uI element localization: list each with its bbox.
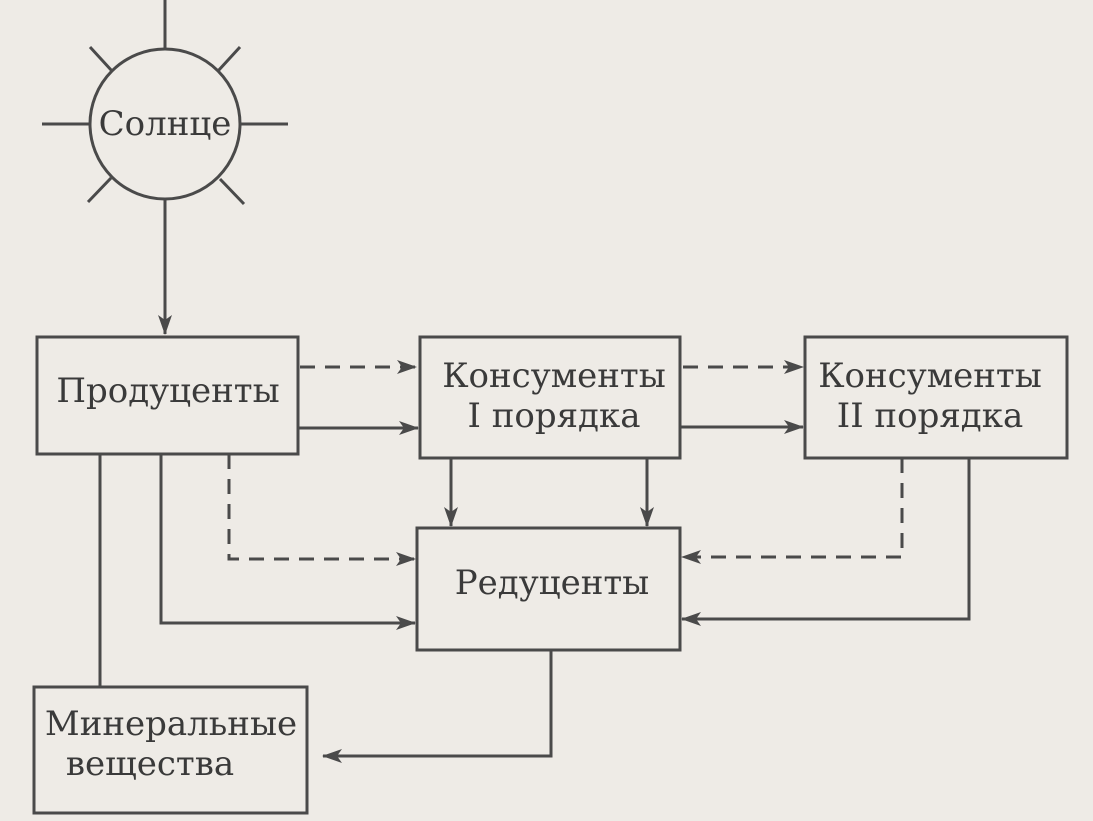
- minerals-label-line2: вещества: [66, 744, 234, 784]
- sun-label: Солнце: [99, 104, 232, 144]
- arrow-consumers2-to-decomposers-dashed: [681, 458, 904, 564]
- consumers1-label-line2: I порядка: [467, 396, 640, 436]
- arrow-producers-to-decomposers-solid: [159, 454, 416, 630]
- sun-ray-top-right: [216, 45, 242, 73]
- arrow-decomposers-to-minerals: [322, 650, 553, 763]
- producers-box: [35, 335, 300, 456]
- consumers1-label-line1: Консументы: [442, 356, 666, 396]
- decomposers-box: [415, 526, 682, 652]
- decomposers-node: Редуценты: [415, 526, 682, 652]
- consumers2-label-line1: Консументы: [818, 356, 1042, 396]
- consumers1-box: [418, 335, 682, 460]
- consumers2-box: [803, 335, 1069, 460]
- consumers1-node: Консументы I порядка: [418, 335, 682, 460]
- minerals-node: Минеральные вещества: [32, 685, 309, 815]
- producers-label: Продуценты: [56, 371, 279, 411]
- arrow-producers-to-decomposers-dashed: [227, 454, 416, 566]
- sun-node: Солнце: [42, 0, 288, 206]
- decomposers-label: Редуценты: [455, 563, 649, 603]
- consumers2-node: Консументы II порядка: [803, 335, 1069, 460]
- minerals-label-line1: Минеральные: [45, 704, 297, 744]
- sun-ray-bottom-left: [86, 176, 113, 204]
- arrow-consumers2-to-decomposers-solid: [681, 458, 971, 626]
- sun-ray-top-left: [88, 45, 114, 73]
- minerals-box: [32, 685, 309, 815]
- consumers2-label-line2: II порядка: [837, 396, 1023, 436]
- producers-node: Продуценты: [35, 335, 300, 456]
- sun-ray-bottom-right: [218, 177, 246, 206]
